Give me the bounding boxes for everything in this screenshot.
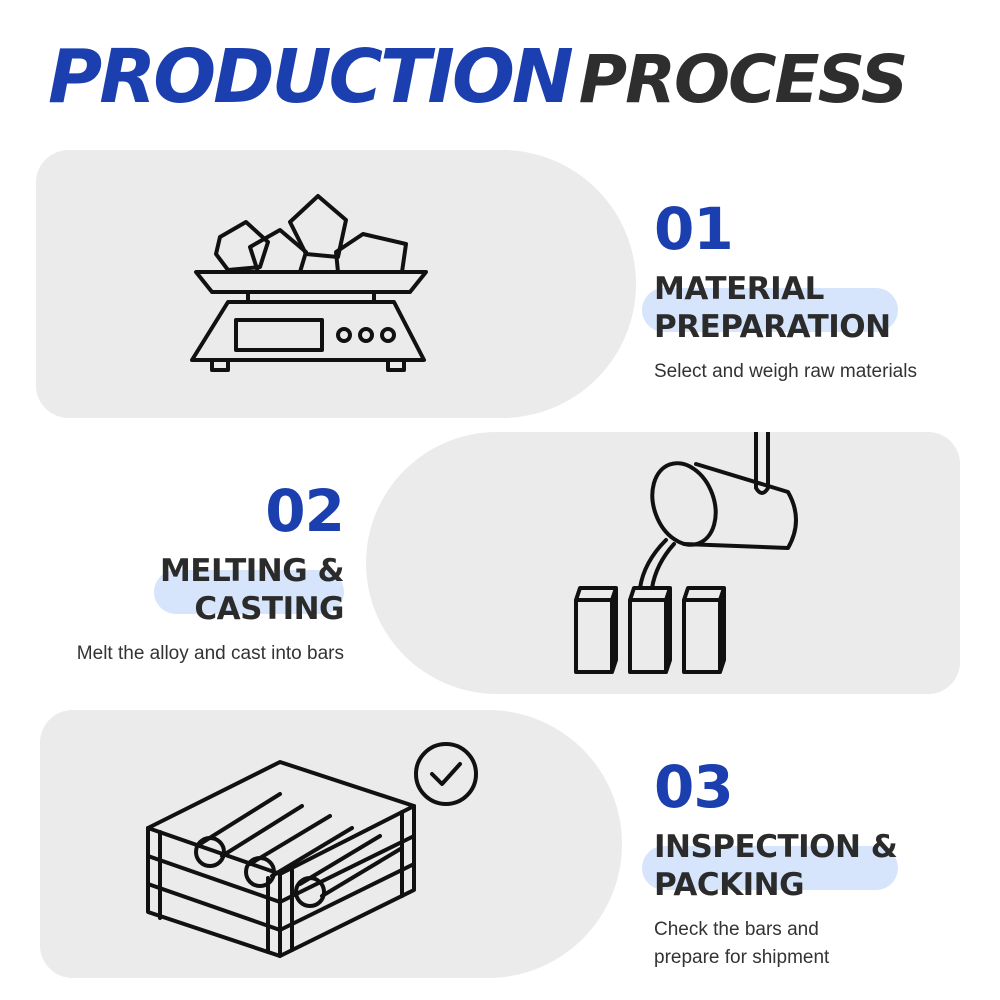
scale-with-raw-materials-icon [190, 194, 428, 372]
step-2-description: Melt the alloy and cast into bars [20, 640, 344, 668]
step-3-heading-line-2: PACKING [654, 867, 805, 903]
step-2-heading-line-1: MELTING & [159, 553, 345, 589]
step-3-number: 03 [654, 753, 734, 821]
step-3-heading: INSPECTION & PACKING [642, 828, 994, 904]
crate-with-bars-icon [146, 742, 478, 958]
step-2-illustration-panel [366, 432, 960, 694]
step-2-heading-line-2: CASTING [194, 591, 344, 627]
step-1: 01 MATERIAL PREPARATION Select and weigh… [642, 195, 994, 386]
step-2-heading: MELTING & CASTING [20, 552, 345, 628]
step-1-heading: MATERIAL PREPARATION [642, 270, 994, 346]
step-3-heading-line-1: INSPECTION & [654, 829, 898, 865]
step-3-description: Check the bars and prepare for shipment [654, 916, 994, 972]
step-1-description-line-1: Select and weigh raw materials [654, 361, 917, 382]
step-3-description-line-2: prepare for shipment [654, 947, 830, 968]
step-3-illustration-panel [40, 710, 622, 978]
step-1-number: 01 [654, 195, 734, 263]
step-1-heading-highlight [642, 288, 898, 332]
step-2-description-line-1: Melt the alloy and cast into bars [76, 643, 344, 664]
step-1-description: Select and weigh raw materials [654, 358, 994, 386]
step-1-illustration-panel [36, 150, 636, 418]
step-3: 03 INSPECTION & PACKING Check the bars a… [642, 753, 994, 972]
step-3-description-line-1: Check the bars and [654, 919, 819, 940]
title-word-process: PROCESS [578, 41, 909, 118]
step-2-heading-highlight [154, 570, 344, 614]
step-3-heading-highlight [642, 846, 898, 890]
step-1-heading-line-1: MATERIAL [654, 271, 824, 307]
step-1-heading-line-2: PREPARATION [654, 309, 891, 345]
step-2-number: 02 [265, 477, 345, 545]
crucible-pouring-icon [574, 432, 798, 674]
title-word-production: PRODUCTION [48, 34, 574, 120]
step-2: 02 MELTING & CASTING Melt the alloy and … [20, 477, 345, 668]
